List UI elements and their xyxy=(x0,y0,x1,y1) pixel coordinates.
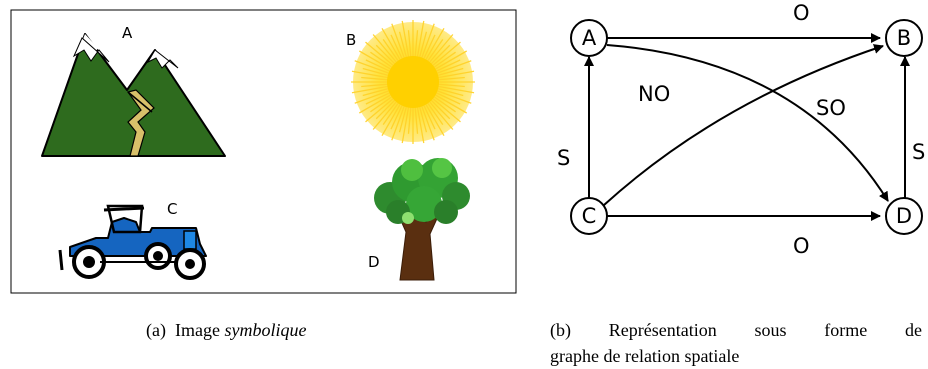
spatial-relation-graph: A B C D O O S S NO SO xyxy=(557,1,925,258)
sun-illustration xyxy=(351,20,475,144)
edge-label-a-b: O xyxy=(793,1,810,25)
label-c: C xyxy=(167,200,177,218)
label-b: B xyxy=(346,31,356,49)
symbolic-image-panel: A B C xyxy=(10,9,517,294)
edge-label-c-b: NO xyxy=(638,82,670,106)
node-a: A xyxy=(570,19,608,57)
svg-text:A: A xyxy=(582,26,597,50)
node-b: B xyxy=(885,19,923,57)
edge-label-c-d: O xyxy=(793,234,810,258)
svg-text:D: D xyxy=(896,204,912,228)
caption-b: (b) Représentation sous forme de graphe … xyxy=(550,320,922,366)
label-d: D xyxy=(368,253,380,271)
edge-c-b xyxy=(603,44,884,206)
svg-text:B: B xyxy=(897,26,911,50)
svg-text:C: C xyxy=(582,204,597,228)
edge-label-d-b: S xyxy=(912,140,925,164)
edge-label-c-a: S xyxy=(557,146,570,170)
node-d: D xyxy=(885,197,923,235)
tree-illustration xyxy=(374,158,470,281)
edge-a-d xyxy=(606,44,889,202)
car-illustration xyxy=(58,204,207,280)
edge-label-a-d: SO xyxy=(816,96,846,120)
label-a: A xyxy=(122,24,133,42)
node-c: C xyxy=(570,197,608,235)
caption-a: (a) Image symbolique xyxy=(146,320,307,340)
mountains-illustration xyxy=(41,33,226,157)
